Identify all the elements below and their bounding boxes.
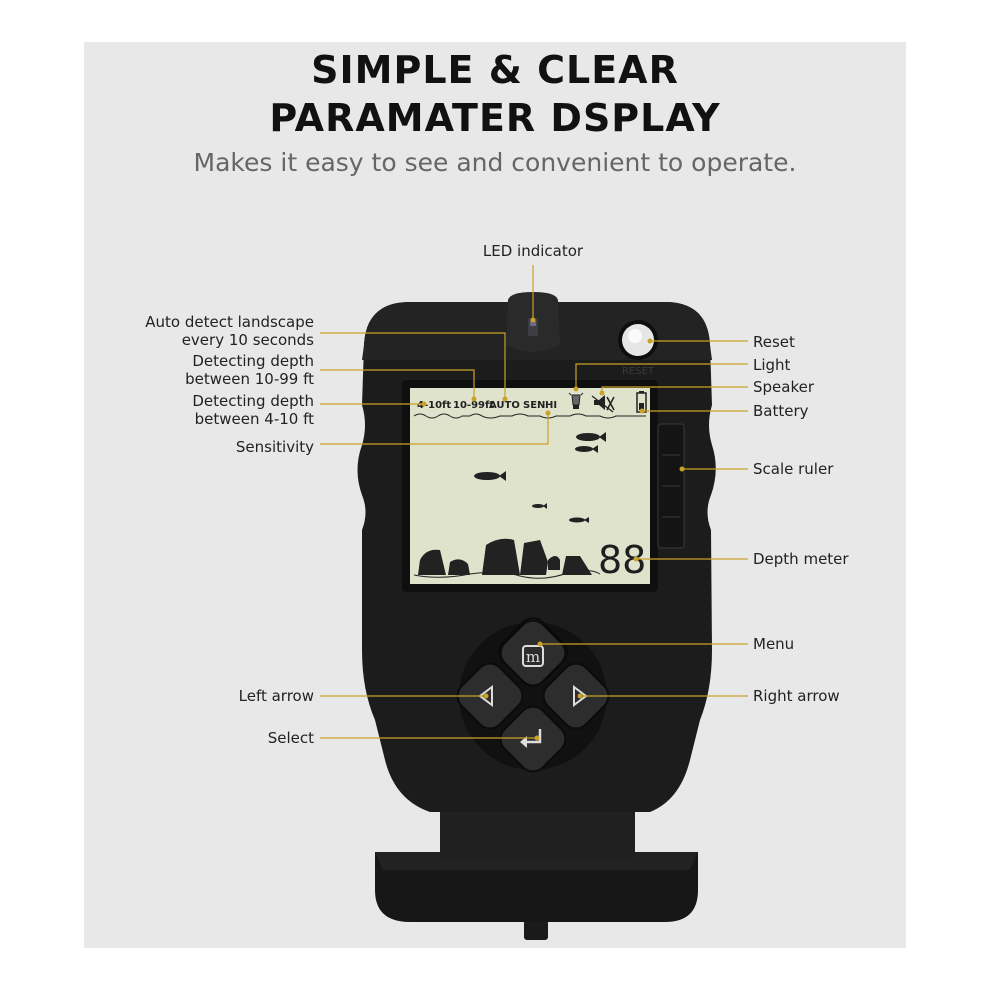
sensitivity-level-text: HI (545, 400, 557, 411)
fish-mark (474, 471, 506, 481)
label-reset: Reset (753, 333, 795, 351)
right-arrow-icon (573, 685, 588, 707)
right-arrow-button[interactable] (538, 658, 614, 734)
subtitle: Makes it easy to see and convenient to o… (193, 148, 797, 177)
range-low-text: 4-10ft (417, 400, 451, 411)
label-depth-meter: Depth meter (753, 550, 849, 568)
label-light: Light (753, 356, 791, 374)
label-depth-high-line2: between 10-99 ft (185, 370, 314, 388)
reset-text: RESET (622, 366, 655, 377)
headline-line-1: SIMPLE & CLEAR (311, 48, 679, 92)
label-depth-high-line1: Detecting depth (192, 352, 314, 370)
bottom-line (413, 569, 601, 579)
label-left-arrow: Left arrow (238, 687, 314, 705)
menu-button[interactable]: m (495, 615, 571, 691)
label-menu: Menu (753, 635, 795, 653)
label-sensitivity: Sensitivity (235, 438, 314, 456)
label-auto-detect-line1: Auto detect landscape (145, 313, 314, 331)
surface-line (413, 413, 646, 419)
menu-key-glyph: m (526, 648, 540, 666)
sensitivity-text: SEN (523, 400, 545, 411)
callout-lines (320, 265, 748, 739)
label-battery: Battery (753, 402, 809, 420)
left-arrow-icon (478, 685, 493, 707)
label-auto-detect-line2: every 10 seconds (181, 331, 314, 349)
auto-text: AUTO (489, 400, 520, 411)
callout-dots (421, 317, 685, 741)
reset-button[interactable] (618, 320, 658, 360)
fish-mark (569, 517, 589, 523)
label-speaker: Speaker (753, 378, 815, 396)
light-icon (568, 392, 584, 409)
label-right-arrow: Right arrow (753, 687, 840, 705)
fish-mark (532, 503, 547, 509)
led-highlight (530, 321, 536, 326)
speaker-muted-icon (591, 395, 615, 413)
label-led-indicator: LED indicator (482, 242, 584, 260)
label-depth-low-line2: between 4-10 ft (194, 410, 314, 428)
enter-icon (526, 729, 542, 744)
select-button[interactable] (495, 701, 571, 777)
range-high-text: 10-99ft (453, 400, 494, 411)
fish-mark (575, 445, 598, 453)
label-depth-low-line1: Detecting depth (192, 392, 314, 410)
label-select: Select (267, 729, 314, 747)
scale-ruler (657, 423, 685, 549)
left-arrow-button[interactable] (452, 658, 528, 734)
fish-mark (576, 432, 606, 442)
headline-line-2: PARAMATER DSPLAY (269, 96, 721, 140)
device-stand (375, 790, 698, 940)
label-scale-ruler: Scale ruler (753, 460, 834, 478)
depth-value: 88 (598, 538, 646, 582)
bottom-landscape (418, 538, 592, 575)
